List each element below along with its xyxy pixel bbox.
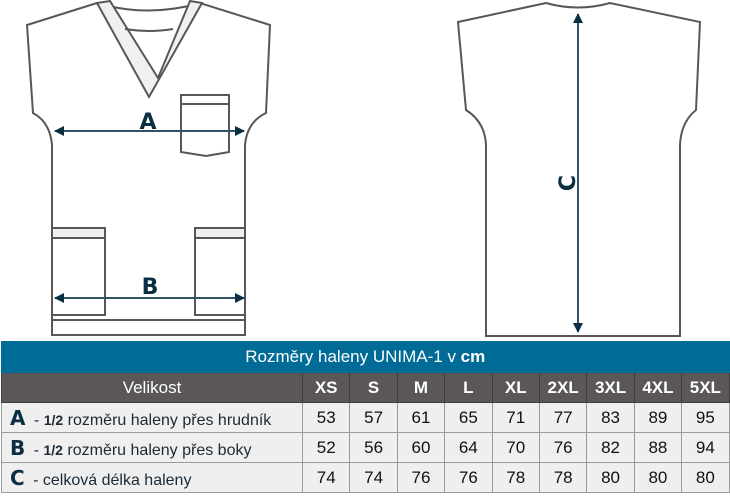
size-value: 74 bbox=[349, 462, 398, 493]
size-value: 95 bbox=[681, 402, 730, 433]
size-value: 57 bbox=[349, 402, 398, 433]
size-value: 94 bbox=[681, 432, 730, 463]
size-value: 77 bbox=[538, 402, 588, 433]
measurement-description: B - 1/2 rozměru haleny přes boky bbox=[1, 432, 303, 463]
size-value: 53 bbox=[301, 402, 351, 433]
size-value: 60 bbox=[396, 432, 446, 463]
size-value: 76 bbox=[538, 432, 588, 463]
table-title: Rozměry haleny UNIMA-1 v cm bbox=[1, 341, 730, 373]
label-b: B bbox=[142, 275, 159, 300]
measurement-letter: C bbox=[10, 465, 25, 490]
size-header: XL bbox=[491, 372, 540, 403]
size-header: L bbox=[444, 372, 493, 403]
description-text: rozměru haleny přes boky bbox=[67, 441, 252, 459]
size-value: 70 bbox=[491, 432, 540, 463]
size-value: 71 bbox=[491, 402, 540, 433]
size-value: 64 bbox=[444, 432, 493, 463]
size-header: S bbox=[349, 372, 398, 403]
size-header: 2XL bbox=[538, 372, 588, 403]
size-header: 5XL bbox=[681, 372, 730, 403]
size-value: 76 bbox=[444, 462, 493, 493]
size-value: 80 bbox=[633, 462, 683, 493]
size-value: 78 bbox=[538, 462, 588, 493]
measurement-letter: A bbox=[10, 405, 26, 430]
size-header: XS bbox=[301, 372, 351, 403]
size-value: 80 bbox=[586, 462, 635, 493]
label-a: A bbox=[139, 110, 156, 135]
size-header: 4XL bbox=[633, 372, 683, 403]
size-header: M bbox=[396, 372, 446, 403]
garment-diagram: A B C bbox=[25, 0, 702, 337]
size-value: 88 bbox=[633, 432, 683, 463]
fraction: 1/2 bbox=[43, 411, 64, 428]
size-header: 3XL bbox=[586, 372, 635, 403]
size-value: 89 bbox=[633, 402, 683, 433]
size-value: 78 bbox=[491, 462, 540, 493]
fraction: 1/2 bbox=[43, 441, 63, 458]
measurement-letter: B bbox=[10, 435, 26, 460]
size-value: 65 bbox=[444, 402, 493, 433]
measurement-description: C - celková délka haleny bbox=[1, 462, 303, 493]
label-c: C bbox=[556, 175, 581, 191]
size-label: Velikost bbox=[1, 372, 303, 403]
size-value: 52 bbox=[301, 432, 351, 463]
size-value: 83 bbox=[586, 402, 635, 433]
description-text: rozměru haleny přes hrudník bbox=[67, 411, 272, 429]
size-value: 74 bbox=[301, 462, 351, 493]
measurement-description: A - 1/2 rozměru haleny přes hrudník bbox=[1, 402, 303, 433]
size-value: 82 bbox=[586, 432, 635, 463]
size-value: 56 bbox=[349, 432, 398, 463]
description-text: celková délka haleny bbox=[42, 471, 192, 489]
size-value: 61 bbox=[396, 402, 446, 433]
size-value: 76 bbox=[396, 462, 446, 493]
size-value: 80 bbox=[681, 462, 730, 493]
